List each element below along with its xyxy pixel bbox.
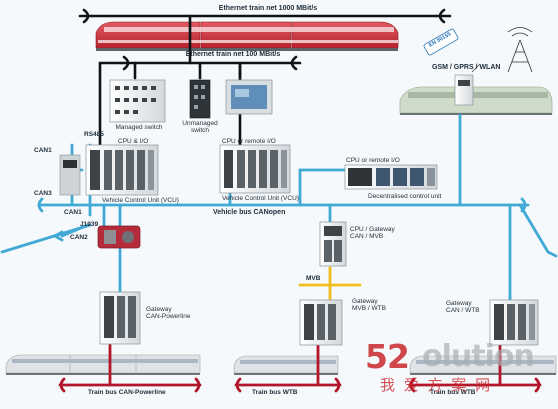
unmanaged-switch-label: Unmanaged switch <box>182 120 218 135</box>
gsm-label: GSM / GPRS / WLAN <box>432 64 501 71</box>
decentralised-label: Decentralised control unit <box>368 193 442 200</box>
green-train <box>399 86 553 115</box>
vehicle-bus-label: Vehicle bus CANopen <box>213 209 286 216</box>
gateway-can-mvb-device <box>319 221 347 267</box>
gateway-mvb-wtb-label: Gateway MVB / WTB <box>352 298 386 313</box>
gateway-mvb-wtb-device <box>299 299 343 346</box>
train-bus-wtb-label-1: Train bus WTB <box>252 389 298 396</box>
managed-switch-device <box>109 79 166 123</box>
gateway-can-powerline-device <box>99 291 141 345</box>
cpu-io-label: CPU & I/O <box>118 138 149 145</box>
watermark-number: 52 <box>365 337 410 376</box>
white-train-left <box>5 354 201 375</box>
vcu-label-left: Vehicle Control Unit (VCU) <box>102 197 179 204</box>
cpu-remote-io-label-1: CPU or remote I/O <box>222 138 276 145</box>
ethernet-1000-label: Ethernet train net 1000 MBit/s <box>218 5 318 12</box>
can1-label-top: CAN1 <box>34 147 52 154</box>
rs485-label: RS485 <box>84 131 104 138</box>
ethernet-network <box>78 8 452 147</box>
managed-switch-label: Managed switch <box>115 124 163 131</box>
gsm-modem-device <box>454 63 481 106</box>
diesel-engine-icon <box>97 225 141 249</box>
can1-label-bottom: CAN1 <box>64 209 82 216</box>
can2-label: CAN2 <box>70 234 88 241</box>
white-train-right <box>409 355 557 375</box>
cpu-gateway-label: CPU / Gateway CAN / MVB <box>350 226 395 241</box>
mvb-label: MVB <box>306 275 321 282</box>
gateway-powerline-label: Gateway CAN-Powerline <box>146 306 191 321</box>
train-bus-wtb-label-2: Train bus WTB <box>430 389 476 396</box>
gateway-can-wtb-label: Gateway CAN / WTB <box>446 300 480 315</box>
train-buses <box>58 343 542 393</box>
unmanaged-switch-device <box>189 79 211 119</box>
can3-label: CAN3 <box>34 190 52 197</box>
red-train <box>95 21 399 51</box>
ethernet-100-label: Ethernet train net 100 MBit/s <box>185 51 281 58</box>
train-bus-powerline-label: Train bus CAN-Powerline <box>88 389 166 396</box>
watermark-word: olution <box>422 339 535 374</box>
en50155-badge <box>423 28 459 56</box>
decentralised-control-device <box>344 164 438 190</box>
cpu-remote-io-label-2: CPU or remote I/O <box>346 157 400 164</box>
vcu-center-device <box>219 144 291 194</box>
j1939-label: J1939 <box>80 221 99 228</box>
can-bus-network <box>0 113 558 302</box>
vcu-left-device <box>59 144 159 196</box>
display-panel-device <box>225 79 273 115</box>
mvb-bus <box>298 266 362 302</box>
watermark-chinese: 我 爱 方 案 网 <box>380 376 493 394</box>
vcu-label-center: Vehicle Control Unit (VCU) <box>222 195 299 202</box>
white-train-center <box>233 355 339 375</box>
gateway-can-wtb-device <box>489 299 539 346</box>
antenna-icon <box>507 27 533 73</box>
